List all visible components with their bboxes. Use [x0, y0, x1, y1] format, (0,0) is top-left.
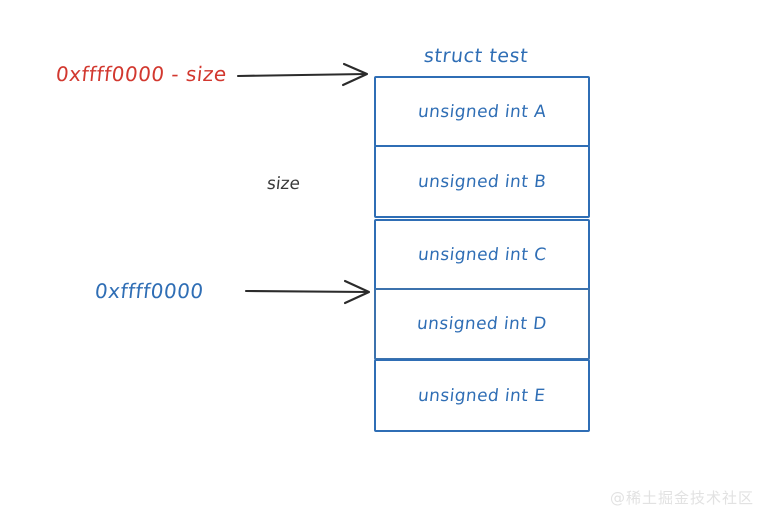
- struct-row-d: unsigned int D: [374, 288, 590, 360]
- struct-row-label: unsigned int D: [416, 314, 548, 334]
- struct-title: struct test: [422, 45, 530, 67]
- size-label: size: [265, 174, 302, 194]
- arrow-bottom: [244, 279, 371, 305]
- watermark: @稀土掘金技术社区: [610, 489, 755, 507]
- struct-row-c: unsigned int C: [374, 219, 590, 291]
- struct-row-e: unsigned int E: [374, 359, 590, 432]
- struct-row-label: unsigned int C: [416, 245, 548, 265]
- address-label-top: 0xffff0000 - size: [54, 62, 229, 86]
- struct-row-label: unsigned int A: [416, 101, 548, 122]
- struct-row-label: unsigned int E: [417, 385, 547, 406]
- struct-row-label: unsigned int B: [416, 171, 548, 192]
- struct-row-a: unsigned int A: [374, 76, 590, 147]
- struct-row-b: unsigned int B: [374, 145, 590, 218]
- struct-box: unsigned int A unsigned int B unsigned i…: [374, 76, 590, 432]
- arrow-top: [236, 62, 369, 87]
- address-label-bottom: 0xffff0000: [93, 279, 205, 303]
